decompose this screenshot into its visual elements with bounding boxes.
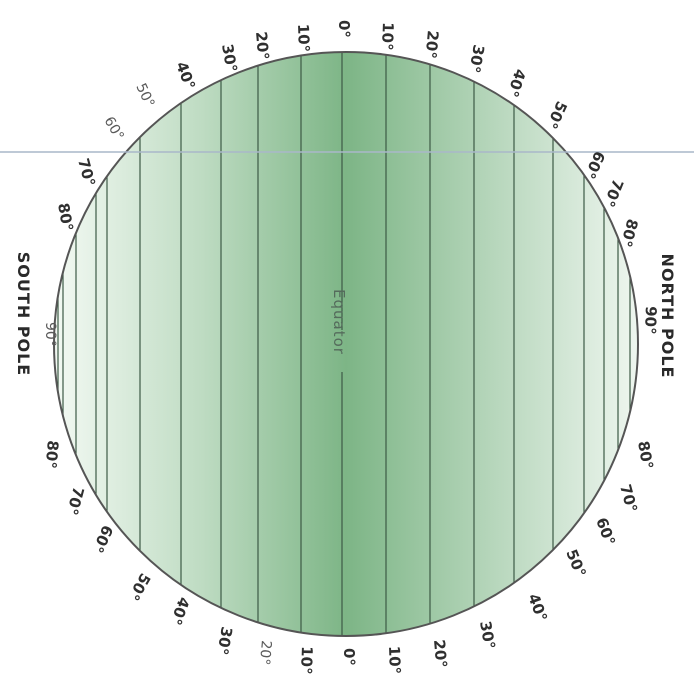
bottom-label-20n: 20°: [430, 639, 450, 669]
left-label-70-top: 70°: [74, 156, 99, 188]
top-label-20s: 20°: [252, 31, 272, 61]
right-label-70-bottom: 70°: [616, 482, 641, 514]
bottom-label-20s: 20°: [256, 640, 274, 666]
left-label-70-bottom: 70°: [63, 485, 88, 517]
bottom-label-30s: 30°: [213, 625, 236, 656]
top-label-20n: 20°: [422, 30, 442, 60]
left-label-60-top: 60°: [101, 114, 127, 144]
right-label-50-bottom: 50°: [562, 547, 589, 580]
top-label-10s: 10°: [294, 24, 313, 53]
left-label-80-top: 80°: [54, 202, 77, 233]
right-label-70-top: 70°: [600, 177, 627, 210]
left-label-90: 90°: [42, 322, 58, 347]
south-pole-label: SOUTH POLE: [14, 252, 33, 376]
top-label-30s: 30°: [218, 43, 241, 74]
top-label-30n: 30°: [465, 43, 488, 74]
top-label-10n: 10°: [378, 22, 397, 51]
bottom-label-10n: 10°: [385, 646, 404, 675]
right-label-80-top: 80°: [617, 217, 642, 249]
bottom-label-0: 0°: [340, 648, 358, 666]
left-label-40-bottom: 40°: [167, 595, 194, 628]
bottom-label-10s: 10°: [297, 646, 316, 675]
top-label-50n: 50°: [542, 98, 570, 131]
left-label-50-bottom: 50°: [124, 570, 154, 604]
right-label-40-bottom: 40°: [524, 591, 551, 624]
equator-label: Equator: [330, 289, 348, 355]
bottom-label-30n: 30°: [476, 620, 499, 651]
top-label-0: 0°: [335, 20, 353, 38]
left-label-60-bottom: 60°: [88, 522, 116, 555]
right-label-60-bottom: 60°: [592, 515, 619, 548]
left-label-40-top: 40°: [172, 59, 199, 92]
top-label-40n: 40°: [503, 67, 529, 100]
right-label-80-bottom: 80°: [634, 440, 657, 471]
left-label-50-top: 50°: [132, 81, 157, 110]
north-pole-label: NORTH POLE: [658, 254, 677, 379]
right-label-90: 90°: [641, 306, 660, 335]
left-label-80-bottom: 80°: [42, 440, 62, 470]
